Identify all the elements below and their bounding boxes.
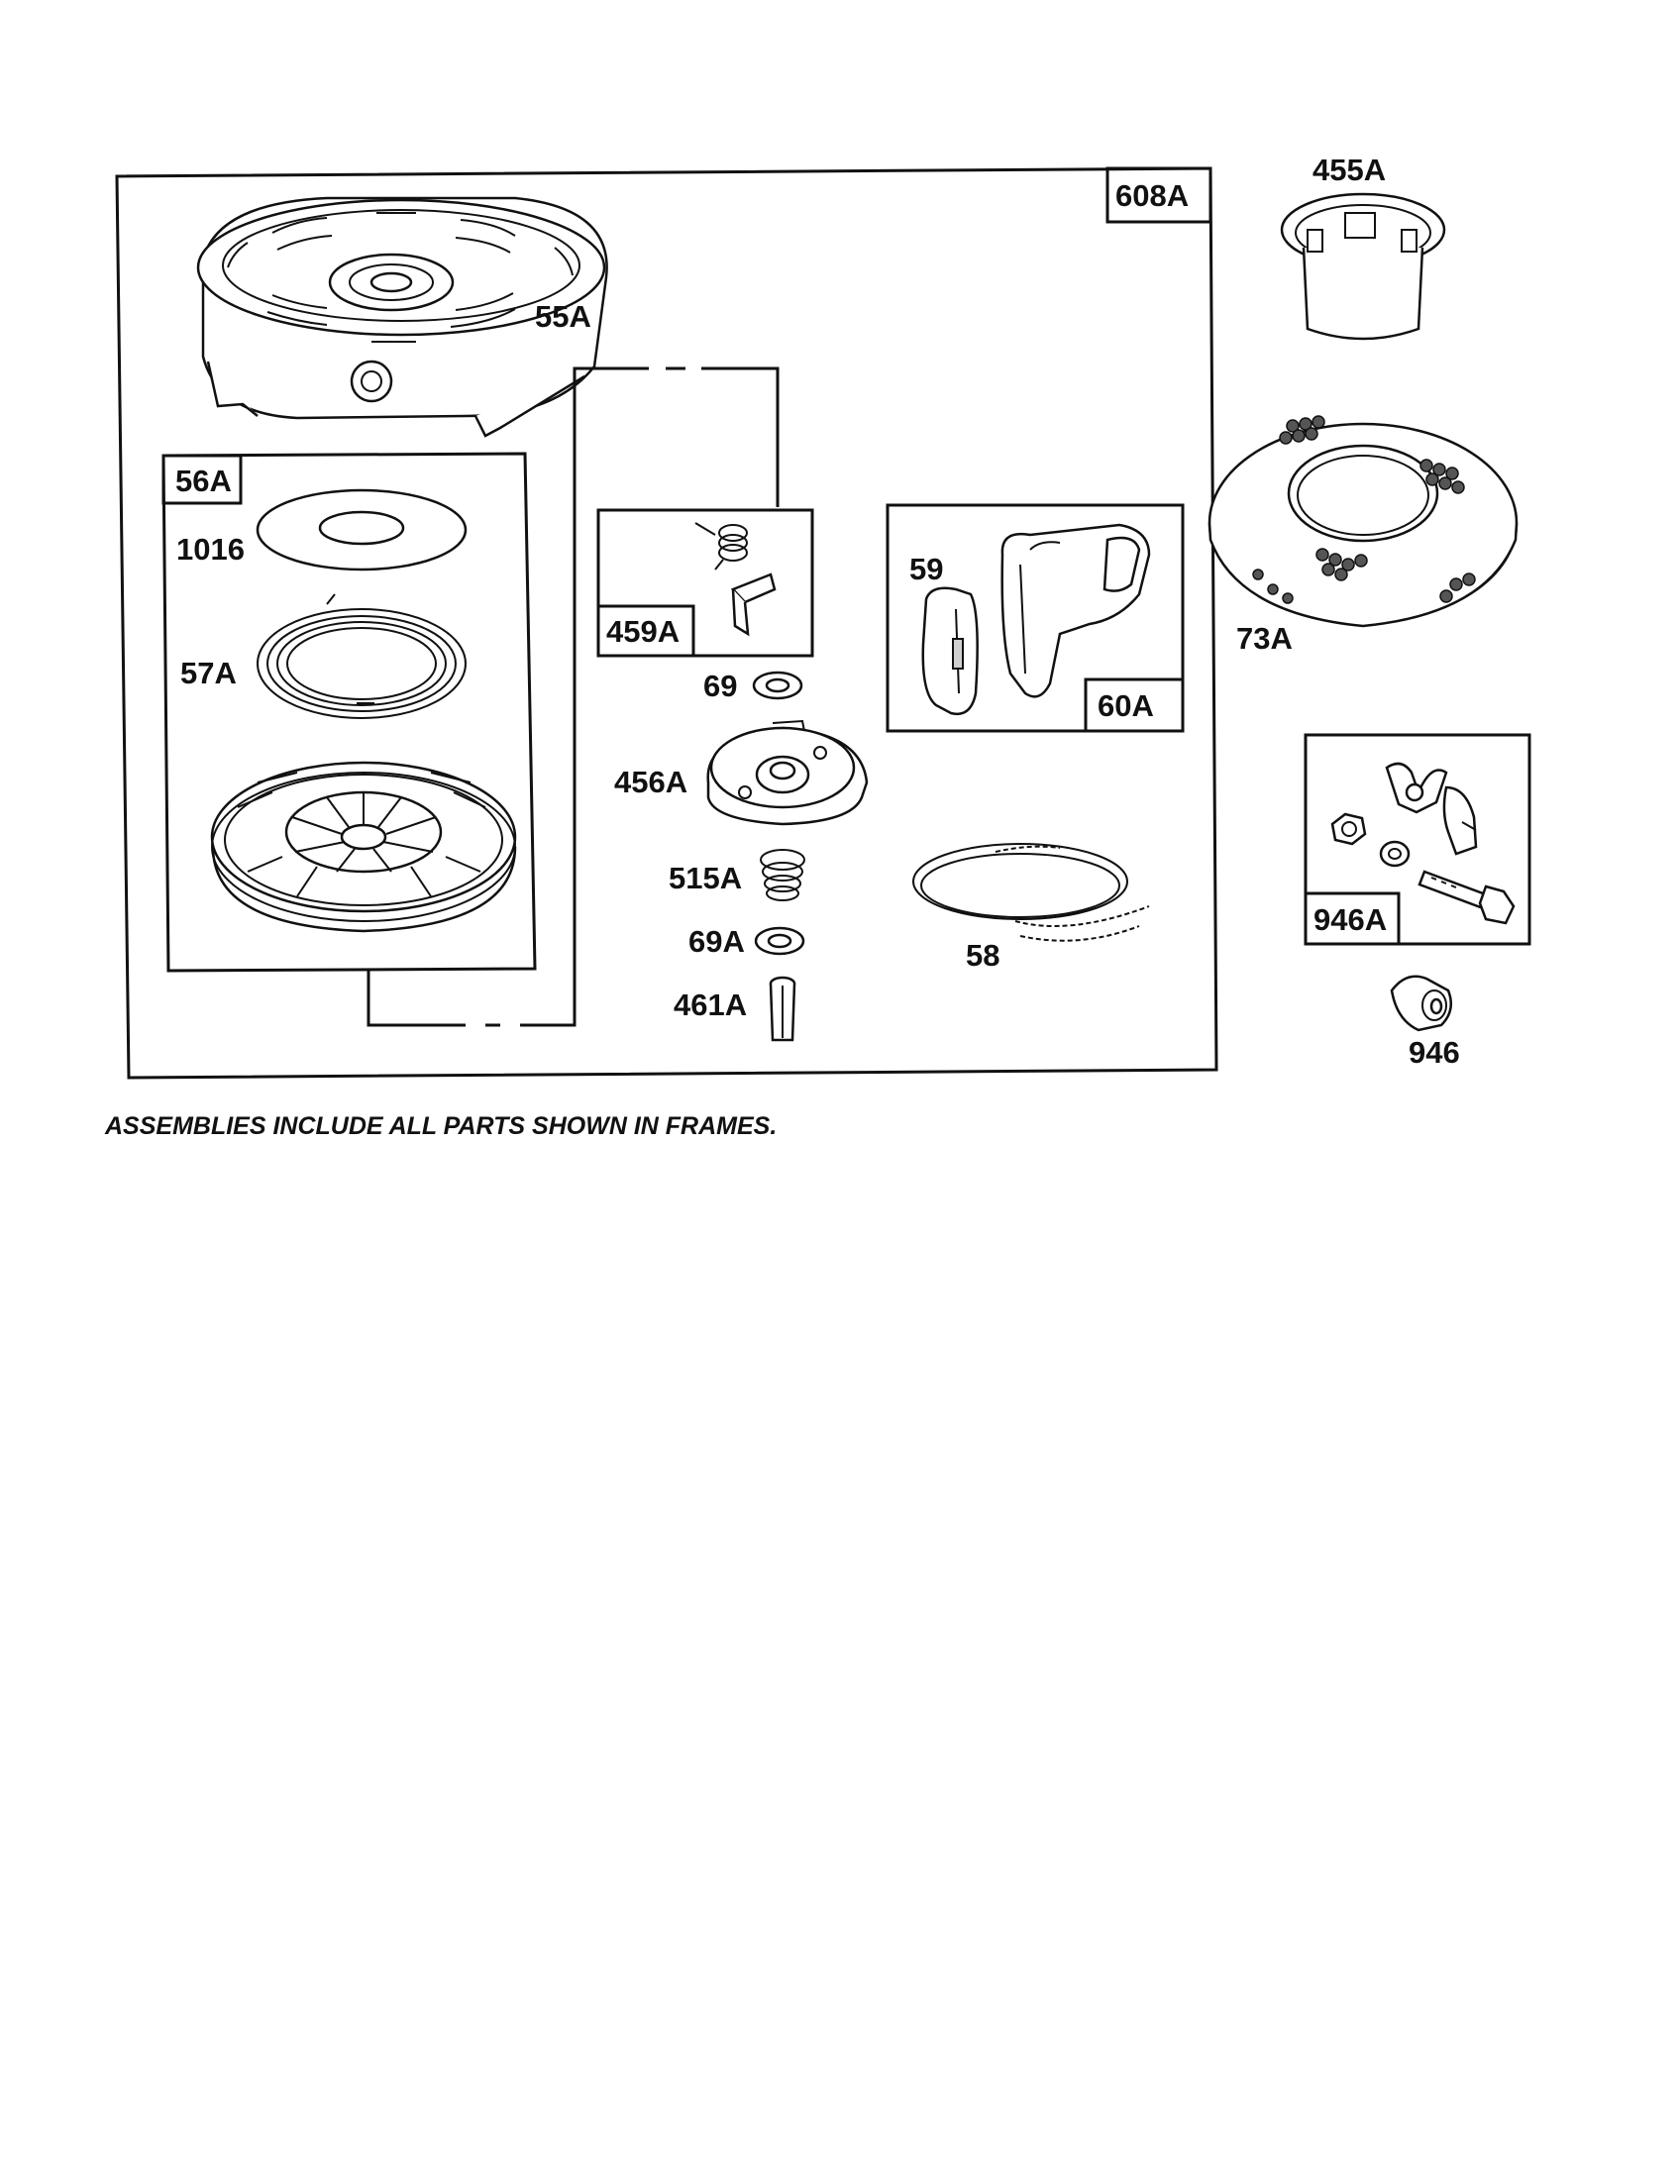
part-label-515a: 515A — [669, 861, 742, 895]
connector-line-3 — [701, 366, 780, 507]
lock-washer-drawing — [1379, 840, 1411, 868]
washer-1016-drawing — [256, 488, 468, 572]
handle-insert-59-drawing — [921, 586, 979, 716]
part-label-57a: 57A — [180, 656, 237, 690]
screen-73a-drawing — [1208, 415, 1519, 628]
bushing-946-drawing — [1390, 975, 1453, 1032]
clamp-drawing — [1385, 762, 1478, 856]
retainer-456a-drawing — [706, 719, 869, 826]
spring-459a-drawing — [694, 522, 748, 571]
connector-line-2 — [520, 366, 649, 1027]
frame-label-60a: 60A — [1098, 688, 1154, 723]
screw-461a-drawing — [769, 976, 796, 1042]
part-label-1016: 1016 — [176, 532, 245, 567]
rope-58-drawing — [912, 843, 1150, 942]
part-label-58: 58 — [966, 938, 999, 973]
spring-515a-drawing — [760, 849, 805, 901]
assemblies-note: ASSEMBLIES INCLUDE ALL PARTS SHOWN IN FR… — [104, 1112, 777, 1140]
frame-459a: 459A — [596, 508, 814, 658]
frame-label-608a: 608A — [1115, 178, 1189, 213]
cup-455a-drawing — [1280, 192, 1446, 341]
washer-69a-drawing — [754, 926, 805, 956]
part-label-55a: 55A — [535, 299, 591, 334]
part-label-455a: 455A — [1312, 153, 1386, 187]
part-label-461a: 461A — [674, 988, 747, 1022]
part-label-69a: 69A — [688, 924, 745, 959]
handle-60a-drawing — [1000, 523, 1151, 698]
frame-608a: 608A — [115, 166, 1218, 1080]
part-label-59: 59 — [909, 552, 943, 586]
connector-line — [367, 971, 466, 1027]
frame-label-56a: 56A — [175, 464, 232, 498]
part-label-73a: 73A — [1236, 621, 1293, 656]
washer-69-drawing — [752, 671, 803, 700]
frame-label-459a: 459A — [606, 614, 680, 649]
part-label-456a: 456A — [614, 765, 687, 799]
starter-housing-55a-drawing — [196, 196, 608, 438]
frame-60a: 60A — [886, 503, 1185, 733]
bolt-drawing — [1418, 870, 1516, 925]
frame-label-946a: 946A — [1313, 902, 1387, 937]
pulley-drawing — [210, 761, 517, 933]
spring-57a-drawing — [257, 593, 467, 719]
pawl-459a-drawing — [730, 572, 777, 637]
frame-946a: 946A — [1304, 733, 1531, 946]
frame-56a: 56A — [161, 452, 537, 973]
nut-drawing — [1330, 812, 1367, 846]
part-label-69: 69 — [703, 669, 737, 703]
part-label-946: 946 — [1409, 1035, 1460, 1070]
